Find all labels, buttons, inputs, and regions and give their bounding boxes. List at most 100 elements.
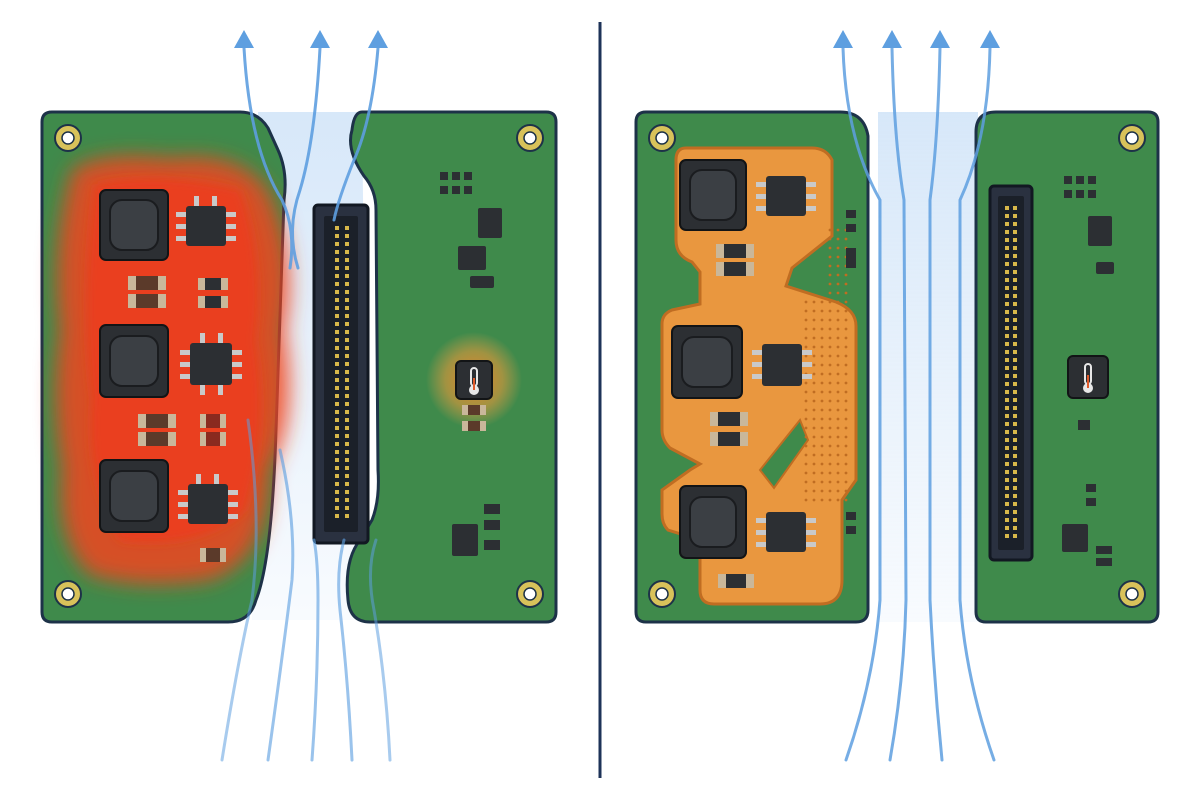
thermal-via — [820, 318, 824, 322]
connector-pin — [345, 394, 349, 398]
thermal-via — [844, 462, 848, 466]
mounting-hole-icon — [516, 580, 544, 608]
thermal-via — [844, 300, 848, 304]
connector-pin — [1013, 366, 1017, 370]
power-stage-right-2 — [671, 325, 812, 446]
connector-pin — [1013, 390, 1017, 394]
airflow-line — [368, 538, 392, 762]
thermal-via — [820, 381, 824, 385]
connector-pin — [1005, 406, 1009, 410]
connector-pin — [345, 498, 349, 502]
connector-pin — [1013, 478, 1017, 482]
connector-pin — [1005, 534, 1009, 538]
thermal-via — [836, 453, 840, 457]
connector-pin — [335, 234, 339, 238]
thermal-via — [844, 426, 848, 430]
connector-pin — [1005, 334, 1009, 338]
thermal-via — [836, 354, 840, 358]
connector-pin — [1013, 270, 1017, 274]
connector-pin — [345, 506, 349, 510]
thermal-via — [804, 327, 808, 331]
connector-pin — [1005, 238, 1009, 242]
connector-pin — [335, 258, 339, 262]
thermal-via — [812, 363, 816, 367]
airflow-line — [332, 46, 380, 222]
connector-pin — [335, 394, 339, 398]
mounting-hole-icon — [516, 124, 544, 152]
connector-pin — [345, 386, 349, 390]
thermal-via — [836, 318, 840, 322]
thermal-via — [828, 372, 832, 376]
connector-pin — [1005, 286, 1009, 290]
connector-pin — [1005, 326, 1009, 330]
connector-pin — [1013, 214, 1017, 218]
thermal-via — [828, 426, 832, 430]
arrow-up-icon — [833, 30, 1000, 48]
thermal-via — [812, 435, 816, 439]
thermal-via — [812, 489, 816, 493]
thermal-via — [820, 309, 824, 313]
connector-pin — [335, 514, 339, 518]
thermal-via — [812, 417, 816, 421]
connector-pin — [345, 458, 349, 462]
thermal-via — [812, 354, 816, 358]
connector-pin — [335, 346, 339, 350]
thermal-via — [804, 480, 808, 484]
connector-pin — [345, 322, 349, 326]
connector-pin — [345, 250, 349, 254]
thermal-via — [820, 372, 824, 376]
thermal-via — [820, 489, 824, 493]
thermal-via — [844, 444, 848, 448]
thermal-via — [836, 309, 840, 313]
thermal-via — [836, 273, 840, 277]
connector-pin — [335, 466, 339, 470]
thermal-via — [828, 318, 832, 322]
thermal-via — [804, 435, 808, 439]
thermal-via — [844, 417, 848, 421]
thermal-via — [804, 345, 808, 349]
connector-pin — [1013, 374, 1017, 378]
mounting-hole-icon — [54, 580, 82, 608]
connector-pin — [1005, 414, 1009, 418]
thermal-via — [820, 426, 824, 430]
thermal-via — [812, 408, 816, 412]
thermal-via — [812, 381, 816, 385]
connector-pin — [335, 298, 339, 302]
connector-pin — [1005, 486, 1009, 490]
mounting-hole-icon — [1118, 580, 1146, 608]
connector-pin — [1013, 510, 1017, 514]
connector-pin — [345, 282, 349, 286]
thermal-via — [804, 336, 808, 340]
thermal-via — [836, 282, 840, 286]
thermal-via — [844, 237, 848, 241]
connector-pin — [1005, 502, 1009, 506]
thermal-via — [836, 444, 840, 448]
connector-pin — [335, 370, 339, 374]
thermal-via — [820, 327, 824, 331]
airflow-column-right — [878, 112, 978, 622]
thermal-via — [812, 426, 816, 430]
thermal-via — [836, 390, 840, 394]
thermal-via — [820, 336, 824, 340]
thermal-via — [804, 354, 808, 358]
connector-pin — [1005, 310, 1009, 314]
thermal-via — [836, 300, 840, 304]
connector-pin — [1013, 222, 1017, 226]
thermal-via — [804, 489, 808, 493]
thermal-via — [836, 237, 840, 241]
thermal-via — [828, 255, 832, 259]
connector-pin — [335, 410, 339, 414]
small-component-cluster — [1062, 176, 1114, 566]
connector-pin — [335, 242, 339, 246]
connector-pin — [1013, 422, 1017, 426]
connector-pin — [335, 266, 339, 270]
connector-pin — [1013, 526, 1017, 530]
airflow-line — [266, 448, 295, 762]
connector-pin — [1005, 358, 1009, 362]
thermal-via — [828, 408, 832, 412]
connector-pin — [335, 354, 339, 358]
mounting-hole-icon — [648, 580, 676, 608]
thermal-via — [844, 372, 848, 376]
thermal-via — [844, 390, 848, 394]
